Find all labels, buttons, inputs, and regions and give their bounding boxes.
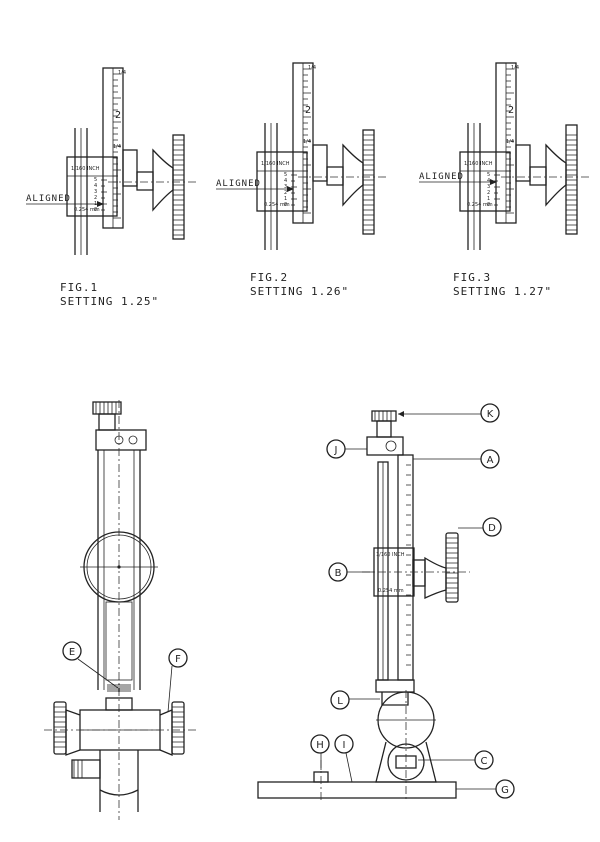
callout-f-label: F <box>175 654 181 665</box>
callout-h-label: H <box>316 740 324 751</box>
svg-text:0: 0 <box>487 202 490 208</box>
fig2-scale-label-mid: 2 <box>305 105 311 116</box>
svg-text:5: 5 <box>284 172 287 178</box>
svg-text:0: 0 <box>284 202 287 208</box>
svg-text:1: 1 <box>284 196 287 202</box>
fig1-vernier-digits: 5 4 3 2 1 0 <box>94 177 97 213</box>
svg-text:4: 4 <box>94 183 97 189</box>
callout-b-label: B <box>335 568 342 579</box>
svg-text:3: 3 <box>487 184 490 190</box>
svg-text:4: 4 <box>487 178 490 184</box>
callout-b <box>328 562 348 582</box>
fig3-title: FIG.3 <box>453 271 491 284</box>
svg-text:3: 3 <box>94 189 97 195</box>
fig2-scale-label-low: 1/4 <box>303 139 311 145</box>
fig3-setting: SETTING 1.27" <box>453 285 552 298</box>
callout-e <box>62 641 82 661</box>
fig1-metric-label: 0.254 mm <box>74 207 100 213</box>
fig2-title: FIG.2 <box>250 271 288 284</box>
fig3-vernier-detail: 1/4 2 1/4 1/160 INCH 0.254 mm 5 4 3 2 1 … <box>419 62 591 298</box>
callout-l-label: L <box>337 696 343 707</box>
fig2-setting: SETTING 1.26" <box>250 285 349 298</box>
fig3-scale-label-top: 1/4 <box>511 65 519 71</box>
fig2-head-label: 1/160 INCH <box>261 161 290 167</box>
fig3-metric-label: 0.254 mm <box>467 202 493 208</box>
side-view-drawing: 1/160 INCH 0.254 mm K J A <box>257 403 515 800</box>
fig1-head-label: 1/160 INCH <box>71 166 100 172</box>
fig3-vernier-digits: 5 4 3 2 1 0 <box>487 172 490 208</box>
fig1-scale-label-low: 1/4 <box>113 144 121 150</box>
fig1-title: FIG.1 <box>60 281 98 294</box>
svg-text:5: 5 <box>94 177 97 183</box>
fig1-aligned-label: ALIGNED <box>26 194 71 204</box>
svg-text:0: 0 <box>94 207 97 213</box>
callout-i-label: I <box>343 740 346 751</box>
callout-d <box>482 517 502 537</box>
svg-text:4: 4 <box>284 178 287 184</box>
fig3-scale-label-low: 1/4 <box>506 139 514 145</box>
callout-c-label: C <box>481 756 488 767</box>
callout-k <box>480 403 500 423</box>
fig1-scale-label-top: 1/4 <box>118 70 126 76</box>
svg-text:2: 2 <box>284 190 287 196</box>
fig2-metric-label: 0.254 mm <box>264 202 290 208</box>
svg-text:3: 3 <box>284 184 287 190</box>
svg-text:2: 2 <box>487 190 490 196</box>
callout-i <box>334 734 354 754</box>
side-head-label: 1/160 INCH <box>376 552 405 558</box>
fig3-head-label: 1/160 INCH <box>464 161 493 167</box>
fig2-scale-label-top: 1/4 <box>308 65 316 71</box>
callout-h <box>310 734 330 754</box>
callout-l <box>330 690 350 710</box>
callout-a-label: A <box>487 455 494 466</box>
fig2-aligned-label: ALIGNED <box>216 179 261 189</box>
callout-j-label: J <box>334 445 338 456</box>
fig3-scale-label-mid: 2 <box>508 105 514 116</box>
callout-d-label: D <box>488 523 496 534</box>
fig2-vernier-detail: 1/4 2 1/4 1/160 INCH 0.254 mm 5 4 3 2 1 … <box>216 62 388 298</box>
svg-text:1: 1 <box>487 196 490 202</box>
fig1-vernier-detail: 1/4 2 1/4 1/160 INCH 0.254 mm 5 4 3 2 1 … <box>26 67 198 308</box>
front-view-drawing: E F <box>44 400 196 820</box>
callout-e-label: E <box>69 647 75 658</box>
callout-g <box>495 779 515 799</box>
fig3-aligned-label: ALIGNED <box>419 172 464 182</box>
callout-g-label: G <box>501 785 509 796</box>
callout-j <box>326 439 346 459</box>
fig2-vernier-digits: 5 4 3 2 1 0 <box>284 172 287 208</box>
svg-text:2: 2 <box>94 195 97 201</box>
callout-k-label: K <box>487 409 494 420</box>
svg-text:5: 5 <box>487 172 490 178</box>
fig1-setting: SETTING 1.25" <box>60 295 159 308</box>
side-metric-label: 0.254 mm <box>378 588 404 594</box>
fig1-scale-label-mid: 2 <box>115 110 121 121</box>
callout-f <box>168 648 188 668</box>
callout-a <box>480 449 500 469</box>
callout-c <box>474 750 494 770</box>
